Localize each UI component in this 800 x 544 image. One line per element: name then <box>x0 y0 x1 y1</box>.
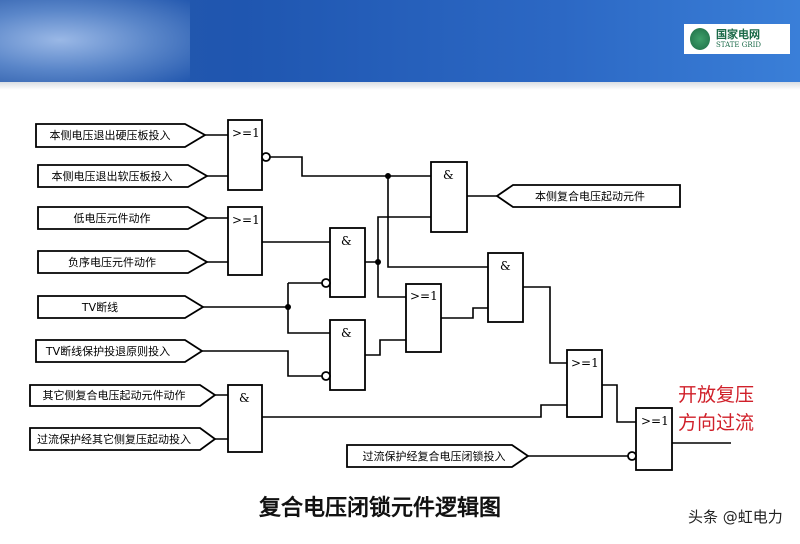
inverter-bubble <box>321 278 331 288</box>
watermark: 头条 @虹电力 <box>688 508 783 526</box>
svg-text:>=1: >=1 <box>232 126 260 140</box>
input-8: 过流保护经其它侧复压起动投入 <box>29 427 217 451</box>
inverter-bubble <box>321 371 331 381</box>
globe-graphic <box>0 0 190 82</box>
svg-text:TV断线: TV断线 <box>81 300 118 314</box>
svg-text:低电压元件动作: 低电压元件动作 <box>74 212 151 225</box>
or-gate-2: >=1 <box>227 206 263 276</box>
svg-text:>=1: >=1 <box>641 414 669 428</box>
input-2: 本侧电压退出软压板投入 <box>37 164 209 188</box>
and-gate-5: & <box>227 384 263 453</box>
input-9: 过流保护经复合电压闭锁投入 <box>346 444 530 468</box>
or-gate-5: >=1 <box>627 407 673 471</box>
or-gate-3: >=1 <box>405 283 442 353</box>
svg-text:过流保护经复合电压闭锁投入: 过流保护经复合电压闭锁投入 <box>363 449 506 463</box>
logo-text-en: STATE GRID <box>716 40 761 49</box>
svg-text:&: & <box>239 391 250 405</box>
and-gate-3: & <box>430 161 468 233</box>
or-gate-4: >=1 <box>566 349 603 418</box>
svg-text:&: & <box>341 234 352 248</box>
logo-text-cn: 国家电网 <box>716 27 760 41</box>
input-6: TV断线保护投退原则投入 <box>35 339 204 363</box>
svg-text:本侧电压退出软压板投入: 本侧电压退出软压板投入 <box>52 169 173 183</box>
svg-text:本侧电压退出硬压板投入: 本侧电压退出硬压板投入 <box>50 128 171 142</box>
svg-text:&: & <box>500 259 511 273</box>
output-signal: 本侧复合电压起动元件 <box>495 184 681 208</box>
svg-text:&: & <box>341 326 352 340</box>
svg-text:TV断线保护投退原则投入: TV断线保护投退原则投入 <box>45 344 170 358</box>
header-divider <box>0 82 800 90</box>
svg-text:其它侧复合电压起动元件动作: 其它侧复合电压起动元件动作 <box>43 388 186 402</box>
svg-text:过流保护经其它侧复压起动投入: 过流保护经其它侧复压起动投入 <box>37 432 191 446</box>
svg-text:>=1: >=1 <box>232 213 260 227</box>
svg-text:&: & <box>443 168 454 182</box>
or-gate-1: >=1 <box>227 119 271 191</box>
input-5: TV断线 <box>37 295 205 319</box>
result-label: 开放复压方向过流 <box>678 381 754 437</box>
diagram-title: 复合电压闭锁元件逻辑图 <box>258 495 501 521</box>
wires <box>202 134 731 457</box>
result-line-1: 开放复压 <box>678 384 755 406</box>
svg-text:>=1: >=1 <box>410 289 438 303</box>
inverter-bubble <box>261 152 271 162</box>
logo-emblem-icon <box>690 28 710 50</box>
header-banner <box>0 0 800 82</box>
svg-text:>=1: >=1 <box>571 356 599 370</box>
and-gate-1: & <box>321 227 366 298</box>
result-line-2: 方向过流 <box>678 412 755 434</box>
svg-text:负序电压元件动作: 负序电压元件动作 <box>68 255 156 269</box>
input-3: 低电压元件动作 <box>37 206 209 230</box>
inverter-bubble <box>627 451 637 461</box>
and-gate-2: & <box>321 319 366 391</box>
input-4: 负序电压元件动作 <box>37 250 209 274</box>
input-7: 其它侧复合电压起动元件动作 <box>29 384 217 407</box>
and-gate-4: & <box>487 252 524 323</box>
svg-text:本侧复合电压起动元件: 本侧复合电压起动元件 <box>535 189 645 203</box>
input-1: 本侧电压退出硬压板投入 <box>35 123 207 148</box>
